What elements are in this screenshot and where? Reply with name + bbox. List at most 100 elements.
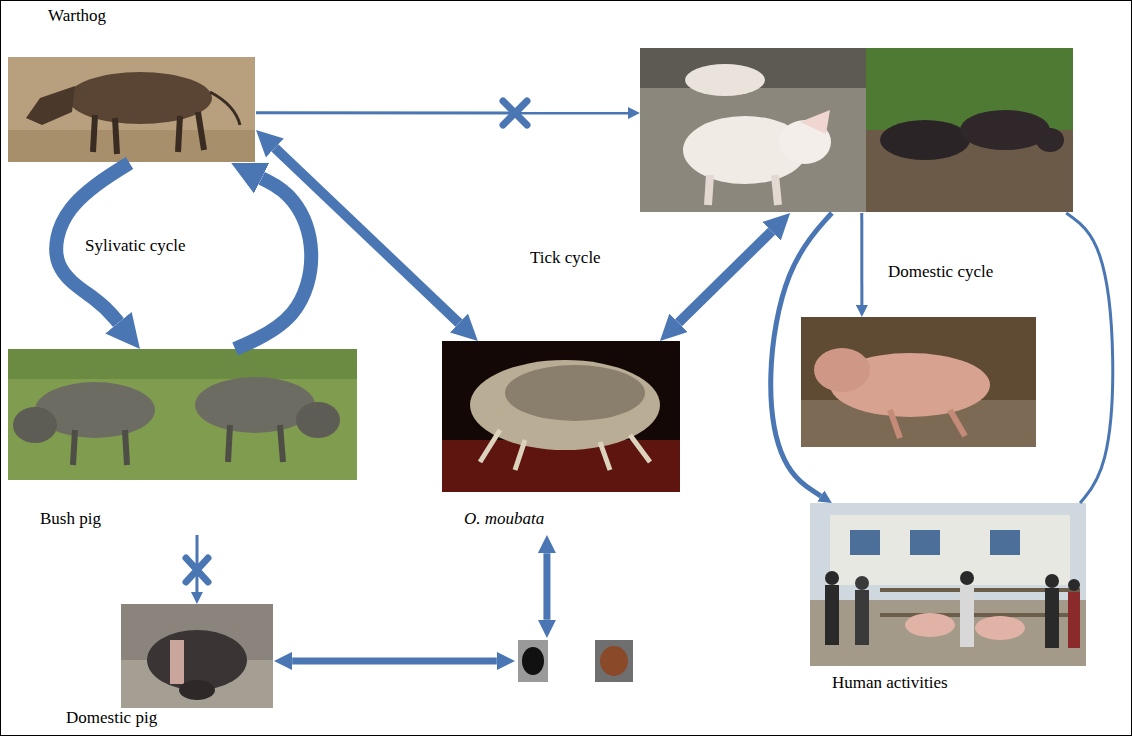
domestic-pig-photo-part — [121, 604, 273, 708]
human-activities-photo — [810, 503, 1086, 666]
human-activities-photo-part — [975, 616, 1025, 640]
human-activities-photo-part — [1068, 592, 1080, 648]
domestic-pigs-photo-part — [960, 110, 1050, 150]
human-activities-photo-part — [990, 530, 1020, 555]
bush-pig-photo-part — [228, 425, 230, 462]
domestic-pigs-photo-part — [1036, 128, 1064, 152]
human-activities-photo-part — [810, 503, 1086, 666]
sick-pig-photo — [801, 317, 1036, 447]
small-tick-photos — [518, 640, 633, 682]
human-activities-photo-part — [855, 576, 869, 590]
arrow-connector — [195, 535, 198, 592]
cycle-label: Tick cycle — [530, 248, 601, 268]
domestic-pig-photo — [121, 604, 273, 708]
arrow-connector — [543, 553, 550, 620]
warthog-photo-part — [198, 112, 204, 150]
sick-pig-photo-part — [950, 410, 965, 436]
warthog-photo-part — [178, 116, 180, 152]
human-activities-photo-part — [825, 571, 839, 585]
domestic-pigs-photo — [640, 48, 1073, 212]
warthog-photo-part — [8, 57, 255, 162]
photo-node: O. moubata — [442, 341, 681, 535]
tick-photo — [442, 341, 680, 492]
warthog-photo-part — [210, 92, 240, 125]
warthog-photo-part — [93, 115, 95, 152]
photo-caption: Warthog — [48, 6, 106, 26]
warthog-photo-part — [8, 130, 255, 162]
sick-pig-photo-part — [890, 410, 900, 438]
arrow-connector — [275, 148, 459, 323]
human-activities-photo-part — [1068, 579, 1080, 591]
photo-node: Bush pig — [8, 349, 358, 535]
blocked-cross — [503, 101, 527, 125]
photo-caption: Bush pig — [40, 509, 101, 529]
photo-caption: Domestic pig — [66, 708, 157, 728]
bush-pig-photo-part — [296, 402, 340, 438]
photo-node — [515, 638, 637, 684]
photo-node — [640, 48, 1074, 213]
human-activities-photo-part — [830, 515, 1070, 585]
human-activities-photo-part — [960, 571, 974, 585]
bush-pig-photo — [8, 349, 357, 480]
sick-pig-photo-part — [801, 317, 1036, 447]
bush-pig-photo-part — [73, 430, 75, 465]
small-tick-photos-part — [600, 646, 628, 676]
small-tick-photos-part — [595, 640, 633, 682]
arrow-connector — [679, 231, 772, 323]
human-activities-photo-part — [855, 590, 869, 645]
domestic-pigs-photo-part — [685, 64, 765, 96]
small-tick-photos-part — [518, 640, 548, 682]
blocked-cross-part — [503, 101, 527, 125]
tick-photo-part — [480, 430, 650, 470]
warthog-photo-part — [115, 118, 117, 154]
human-activities-photo-part — [810, 600, 1086, 666]
domestic-pigs-photo-part — [775, 175, 778, 205]
warthog-photo-part — [68, 72, 212, 124]
domestic-pigs-photo-part — [866, 48, 1073, 212]
domestic-pig-photo-part — [170, 640, 184, 684]
bush-pig-photo-part — [8, 349, 357, 480]
human-activities-photo-part — [850, 530, 880, 555]
human-activities-photo-part — [905, 613, 955, 637]
domestic-pigs-photo-part — [640, 48, 866, 212]
bush-pig-photo-part — [125, 430, 127, 465]
domestic-pigs-photo-part — [800, 110, 830, 134]
domestic-pig-photo-part — [179, 680, 215, 700]
blocked-cross — [186, 558, 208, 582]
human-activities-photo-part — [1045, 574, 1059, 588]
photo-caption: O. moubata — [464, 509, 544, 529]
small-tick-photos-part — [522, 647, 544, 675]
tick-photo-part — [442, 341, 680, 492]
bush-pig-photo-part — [13, 407, 57, 443]
blocked-cross-part — [186, 558, 208, 582]
human-activities-photo-part — [1045, 588, 1059, 648]
human-activities-photo-part — [825, 585, 839, 645]
arrow-connector — [256, 111, 628, 114]
arrow-connector — [860, 213, 863, 305]
tick-photo-part — [505, 365, 645, 421]
human-activities-photo-part — [910, 530, 940, 555]
cycle-label: Domestic cycle — [888, 262, 993, 282]
arrow-connector — [235, 178, 311, 349]
warthog-photo — [8, 57, 255, 162]
photo-caption: Human activities — [832, 673, 948, 693]
warthog-photo-part — [26, 86, 75, 125]
bush-pig-photo-part — [8, 349, 357, 379]
arrow-connector — [1066, 213, 1113, 503]
domestic-pigs-photo-part — [708, 175, 710, 205]
photo-node — [801, 317, 1037, 448]
photo-node: Human activities — [810, 503, 1087, 698]
sick-pig-photo-part — [814, 348, 870, 392]
cycle-label: Sylivatic cycle — [85, 236, 186, 256]
domestic-pigs-photo-part — [880, 120, 970, 160]
photo-node: Domestic pig — [60, 604, 274, 732]
bush-pig-photo-part — [280, 425, 283, 462]
arrow-connector — [292, 657, 497, 664]
human-activities-photo-part — [960, 585, 974, 647]
